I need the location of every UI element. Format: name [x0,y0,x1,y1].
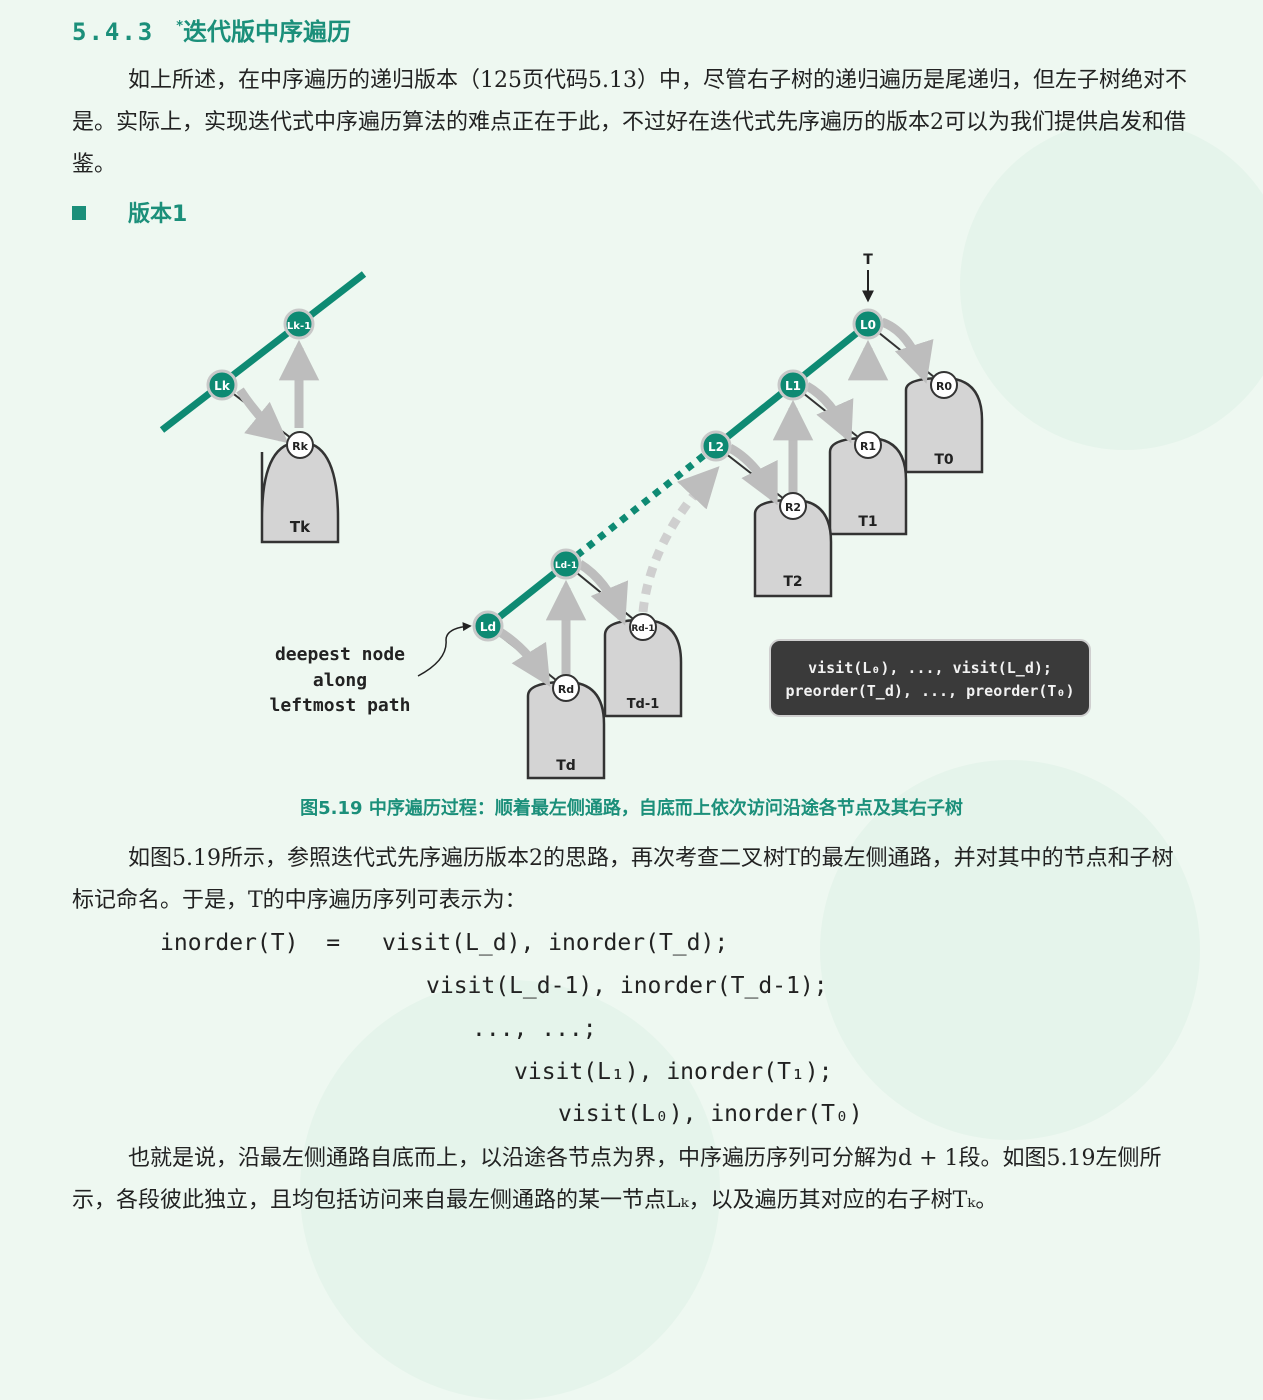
node-r2: R2 [779,492,807,520]
summary-box [769,639,1091,717]
svg-text:R0: R0 [936,380,952,393]
body-paragraph-1: 如图5.19所示，参照迭代式先序遍历版本2的思路，再次考查二叉树T的最左侧通路，… [72,846,1174,913]
svg-text:R2: R2 [785,501,801,514]
node-lk-1: Lk-1 [283,308,315,340]
deepest-pointer-arrow [417,622,472,677]
deepest-label-line1: deepest node [275,644,405,665]
formula-line-3: ..., ...; [472,1016,597,1042]
node-l1: L1 [777,369,809,401]
svg-text:L2: L2 [708,440,724,454]
bullet-square-icon [72,206,86,220]
arrow-lk-to-rk [236,387,289,444]
node-lk: Lk [206,369,238,401]
label-tree-root: T [863,252,873,268]
arrow-l1-r1 [804,382,854,444]
node-l0: L0 [852,308,884,340]
node-l2: L2 [700,430,732,462]
node-rd-1: Rd-1 [629,613,657,641]
svg-text:Ld: Ld [480,620,496,634]
label-t2: T2 [783,574,802,590]
figure-5-19: Lk Lk-1 Rk Tk L0 L1 L2 Ld-1 Ld R0 R1 R2 [159,252,1091,780]
formula-line-1: visit(L_d), inorder(T_d); [382,930,729,956]
watermark-circle [960,120,1263,450]
body-paragraph-2: 也就是说，沿最左侧通路自底而上，以沿途各节点为界，中序遍历序列可分解为d + 1… [72,1146,1162,1213]
version-heading: 版本1 [72,196,187,228]
svg-text:L0: L0 [860,318,876,332]
intro-paragraph: 如上所述，在中序遍历的递归版本（125页代码5.13）中，尽管右子树的递归遍历是… [72,68,1187,177]
section-title: 迭代版中序遍历 [183,18,352,46]
node-ld: Ld [472,610,504,642]
summary-box-line1: visit(L₀), ..., visit(L_d); [808,659,1052,677]
svg-text:Rd-1: Rd-1 [631,624,654,634]
svg-text:Rk: Rk [292,440,308,453]
section-heading: 5.4.3 *迭代版中序遍历 [72,12,351,47]
label-t0: T0 [934,452,954,468]
left-path-line [159,271,367,433]
arrow-td1-up-dashed [638,466,720,613]
node-r1: R1 [854,431,882,459]
svg-text:R1: R1 [860,440,876,453]
svg-text:Rd: Rd [558,683,574,696]
formula-lhs-text: inorder(T) [160,930,299,956]
arrow-l0-r0 [880,317,934,384]
formula-line-4: visit(L₁), inorder(T₁); [514,1059,833,1085]
summary-box-line2: preorder(T_d), ..., preorder(T₀) [786,682,1075,700]
label-td-1: Td-1 [627,697,660,712]
book-page: 5.4.3 *迭代版中序遍历 如上所述，在中序遍历的递归版本（125页代码5.13… [72,12,1187,1213]
formula-equals: = [326,930,341,956]
node-r0: R0 [930,371,958,399]
node-rk: Rk [286,431,314,459]
svg-text:L1: L1 [785,379,801,393]
label-tk: Tk [290,518,311,536]
optional-star: * [176,19,184,34]
arrow-l2-r2 [727,444,779,506]
deepest-label-line2: along [313,670,367,691]
figure-caption: 图5.19 中序遍历过程：顺着最左侧通路，自底而上依次访问沿途各节点及其右子树 [300,798,963,819]
svg-text:Lk-1: Lk-1 [287,321,311,332]
formula-line-5: visit(L₀), inorder(T₀) [558,1101,863,1127]
svg-text:Lk: Lk [214,379,231,393]
arrow-ld-rd [497,628,551,687]
label-td: Td [556,758,576,774]
node-rd: Rd [552,674,580,702]
watermark-circle [820,760,1200,1140]
svg-text:Ld-1: Ld-1 [555,561,577,571]
section-number: 5.4.3 [72,18,155,46]
formula-lhs: inorder(T) = [160,930,340,956]
label-t1: T1 [858,514,877,530]
deepest-label-line3: leftmost path [270,695,411,716]
arrow-ld1-rd1 [577,560,629,626]
node-ld-1: Ld-1 [550,548,582,580]
formula-line-2: visit(L_d-1), inorder(T_d-1); [426,973,828,999]
path-dotted [563,443,719,567]
version-heading-text: 版本1 [128,202,188,227]
path-bottom [485,561,569,629]
